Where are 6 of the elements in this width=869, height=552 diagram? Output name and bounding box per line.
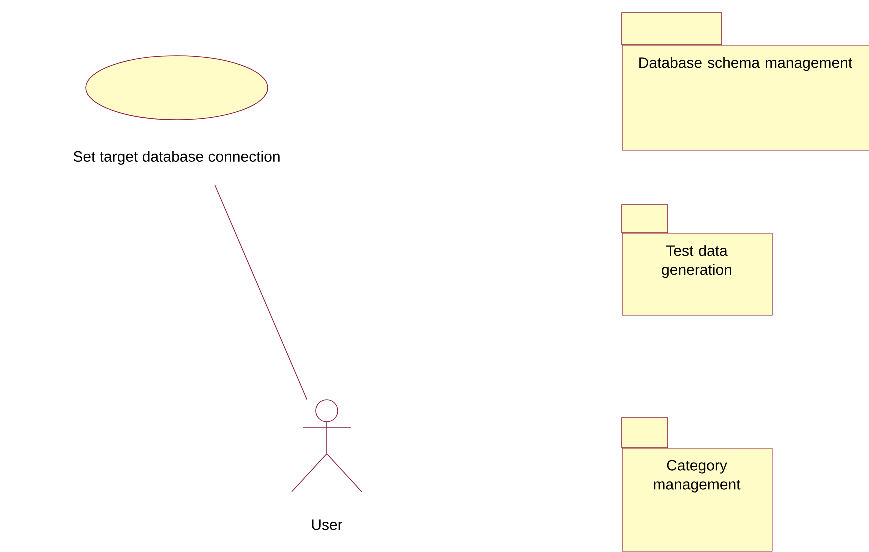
actor-label: User [312,520,343,530]
association-line [214,184,308,400]
package-box: Test data generation [622,204,773,316]
package-box: Category management [622,418,773,552]
use-case-label: Set target database connection [74,151,280,165]
package-box: Database schema management [622,12,869,151]
